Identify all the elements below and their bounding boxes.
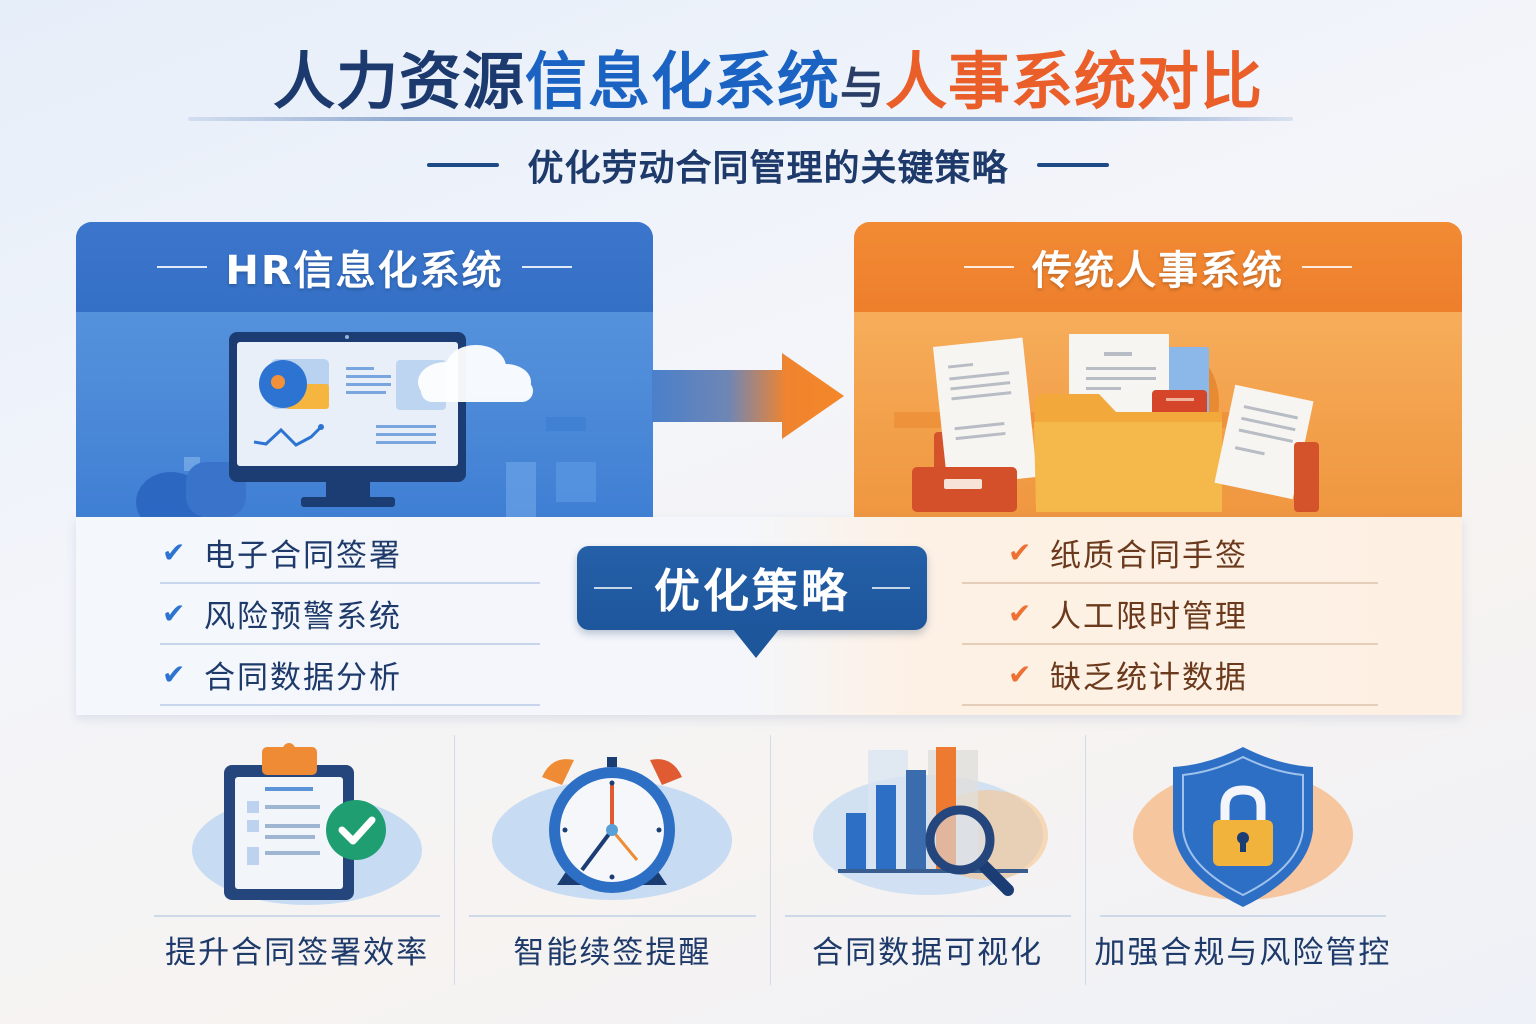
header-dash (1302, 266, 1352, 268)
transition-arrow-icon (652, 353, 844, 439)
bullet-text: 人工限时管理 (1050, 599, 1248, 635)
feature-label: 提升合同签署效率 (165, 935, 430, 971)
title-part-hr: 人力资源 (272, 45, 525, 118)
bullet-text: 缺乏统计数据 (1050, 660, 1248, 696)
feature-label: 加强合规与风险管控 (1094, 935, 1392, 971)
traditional-panel-header: 传统人事系统 (854, 222, 1462, 312)
check-icon: ✔ (162, 536, 188, 569)
main-title: 人力资源信息化系统与人事系统对比 (0, 42, 1536, 129)
feature-divider (1099, 915, 1386, 917)
feature-divider (154, 915, 441, 917)
header-dash (964, 266, 1014, 268)
check-icon: ✔ (1008, 536, 1034, 569)
badge-dash (594, 587, 632, 589)
paper-folders-icon (894, 334, 1319, 512)
alarm-clock-icon (492, 757, 733, 900)
subtitle-row: 优化劳动合同管理的关键策略 (0, 140, 1536, 190)
computer-dashboard-icon (136, 332, 596, 517)
check-icon: ✔ (162, 658, 188, 691)
feature-label: 智能续签提醒 (513, 935, 712, 971)
feature-item: 加强合规与风险管控 (1086, 735, 1400, 985)
feature-item: 合同数据可视化 (771, 735, 1086, 985)
feature-item: 智能续签提醒 (455, 735, 771, 985)
list-item: ✔ 缺乏统计数据 (962, 645, 1378, 706)
feature-divider (469, 915, 756, 917)
feature-divider (784, 915, 1071, 917)
subtitle-dash-right (1036, 163, 1109, 167)
bullet-text: 纸质合同手签 (1050, 538, 1248, 574)
bullet-text: 风险预警系统 (204, 599, 402, 635)
hr-system-features-list: ✔ 电子合同签署 ✔ 风险预警系统 ✔ 合同数据分析 (160, 523, 540, 706)
hr-panel-header: HR信息化系统 (76, 222, 653, 312)
badge-label: 优化策略 (654, 564, 850, 618)
list-item: ✔ 风险预警系统 (160, 584, 540, 645)
traditional-system-features-list: ✔ 纸质合同手签 ✔ 人工限时管理 ✔ 缺乏统计数据 (962, 523, 1378, 706)
feature-item: 提升合同签署效率 (140, 735, 456, 985)
strategy-features-row: 提升合同签署效率 智能续签提醒 (140, 735, 1400, 985)
traditional-hr-system-panel: 传统人事系统 (854, 222, 1462, 517)
bullet-text: 电子合同签署 (204, 538, 402, 574)
title-part-personnel-system: 人事系统对比 (885, 45, 1264, 118)
check-icon: ✔ (1008, 597, 1034, 630)
header-dash (521, 266, 572, 268)
hr-info-system-panel: HR信息化系统 (76, 222, 653, 517)
hr-panel-title: HR信息化系统 (225, 248, 504, 294)
subtitle-dash-left (427, 163, 500, 167)
chart-magnifier-icon (812, 747, 1048, 896)
list-item: ✔ 合同数据分析 (160, 645, 540, 706)
list-item: ✔ 电子合同签署 (160, 523, 540, 584)
badge-pointer (732, 628, 780, 658)
list-item: ✔ 纸质合同手签 (962, 523, 1378, 584)
shield-lock-icon (1132, 747, 1353, 907)
clipboard-check-icon (192, 743, 423, 905)
bullet-text: 合同数据分析 (204, 660, 402, 696)
optimization-strategy-badge: 优化策略 (577, 546, 927, 630)
feature-label: 合同数据可视化 (812, 935, 1044, 971)
badge-dash (872, 587, 910, 589)
subtitle: 优化劳动合同管理的关键策略 (527, 148, 1009, 189)
list-item: ✔ 人工限时管理 (962, 584, 1378, 645)
title-underline (188, 117, 1293, 121)
check-icon: ✔ (162, 597, 188, 630)
check-icon: ✔ (1008, 658, 1034, 691)
title-connector: 与 (840, 63, 885, 114)
header-dash (157, 266, 208, 268)
title-part-info-system: 信息化系统 (524, 45, 840, 118)
traditional-panel-title: 传统人事系统 (1032, 248, 1284, 294)
